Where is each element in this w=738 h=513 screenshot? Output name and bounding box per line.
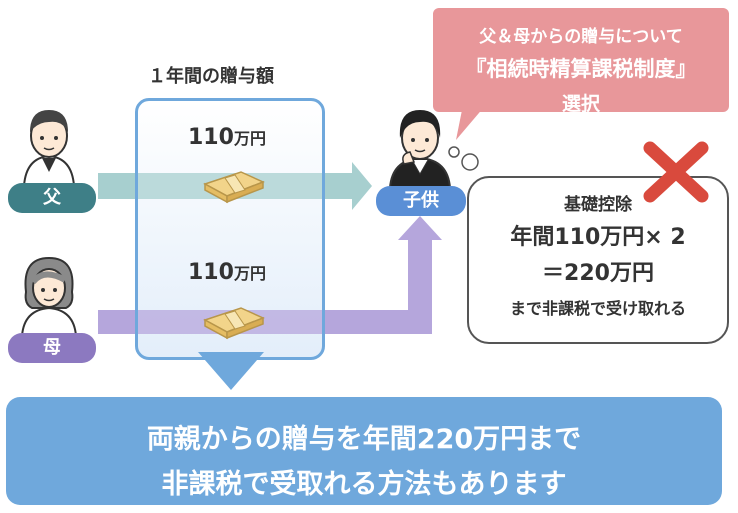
- callout-box: 父＆母からの贈与について 『相続時精算課税制度』 選択: [433, 8, 729, 115]
- bubble-line-3: ＝220万円: [542, 261, 654, 286]
- thought-bubble: 基礎控除 年間110万円× 2 ＝220万円 まで非課税で受け取れる: [467, 176, 729, 344]
- cross-icon: [643, 141, 709, 203]
- child-label: 子供: [376, 186, 466, 216]
- mother-label: 母: [8, 333, 96, 363]
- callout-line-3: 選択: [561, 93, 600, 115]
- thought-dots: [448, 146, 479, 171]
- callout-line-2: 『相続時精算課税制度』: [465, 57, 697, 81]
- bubble-line-1: 基礎控除: [564, 195, 632, 215]
- down-arrow-icon: [198, 352, 264, 390]
- father-icon: [22, 110, 76, 186]
- father-amount: 110万円: [188, 125, 266, 150]
- mother-icon: [20, 256, 78, 336]
- bubble-line-2: 年間110万円× 2: [510, 225, 686, 250]
- callout-line-1: 父＆母からの贈与について: [479, 27, 683, 47]
- child-icon: [388, 110, 452, 188]
- summary-banner: 両親からの贈与を年間220万円まで 非課税で受取れる方法もあります: [6, 397, 722, 505]
- annual-gift-heading: １年間の贈与額: [148, 66, 274, 87]
- banner-line-1: 両親からの贈与を年間220万円まで: [146, 424, 582, 455]
- money-bundle-icon: [203, 171, 265, 204]
- money-bundle-icon: [203, 307, 265, 340]
- banner-line-2: 非課税で受取れる方法もあります: [161, 469, 567, 500]
- father-label: 父: [8, 183, 96, 213]
- mother-amount: 110万円: [188, 260, 266, 285]
- bubble-line-4: まで非課税で受け取れる: [509, 299, 686, 318]
